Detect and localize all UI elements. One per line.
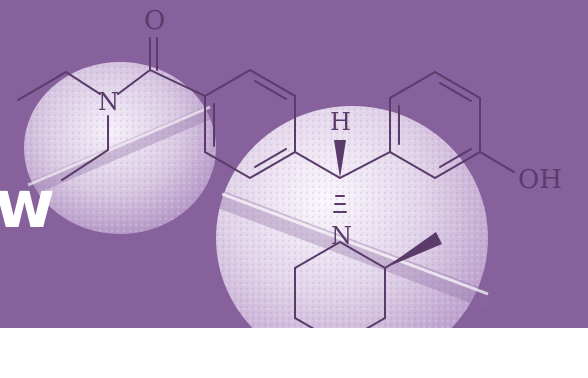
wedge-bond [334,140,346,178]
methyl-wedge [385,232,442,268]
ring-nitrogen-label: N [331,222,352,250]
hero-banner: O N H N OH w [0,0,588,328]
cropped-heading-text: w [0,166,55,243]
oxygen-label: O [144,6,166,36]
molecule-bonds [17,37,515,328]
right-pill [216,106,492,328]
white-area [0,328,588,378]
amide-nitrogen-label: N [98,88,119,116]
hydrogen-label: H [330,108,351,136]
hydroxyl-label: OH [518,165,562,195]
left-pill [24,62,216,234]
pill-molecule-illustration [17,37,515,328]
